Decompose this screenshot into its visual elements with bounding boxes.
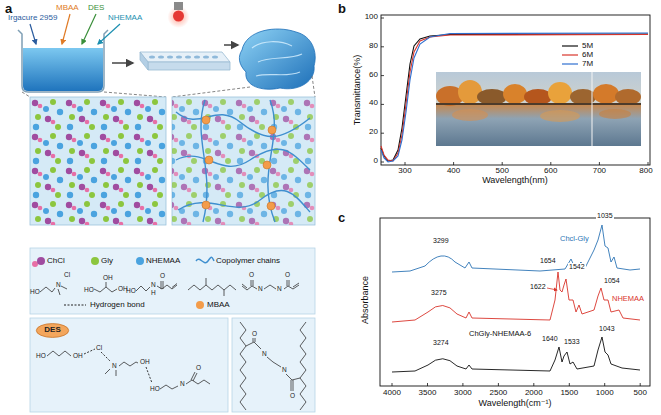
- peak-label: 1654: [539, 257, 557, 265]
- reagent-label: Irgacure 2959: [8, 14, 57, 23]
- legend-label: 5M: [582, 42, 593, 51]
- atom-label: O: [252, 330, 257, 337]
- tick-label: 4000: [383, 389, 401, 398]
- peak-label: 1533: [563, 338, 581, 346]
- tick-label: 500: [634, 389, 647, 398]
- tick-label: 800: [639, 167, 652, 176]
- tick-label: 1000: [596, 389, 614, 398]
- tick-label: 300: [398, 167, 411, 176]
- atom-label: N: [258, 285, 263, 292]
- peak-label: 1640: [541, 335, 559, 343]
- reagent-label: DES: [88, 4, 104, 13]
- legend-swatch: [136, 257, 144, 265]
- tick-label: 3000: [454, 389, 472, 398]
- atom-label: HO: [30, 288, 40, 295]
- peak-label: 1542: [568, 263, 586, 271]
- atom-label: O: [249, 271, 254, 278]
- atom-label: N: [112, 362, 117, 369]
- peak-label: 1054: [603, 277, 621, 285]
- atom-label: HO: [126, 287, 136, 294]
- tick-label: 2500: [489, 389, 507, 398]
- node-text: DES: [36, 326, 69, 335]
- atom-label: O: [196, 364, 201, 371]
- atom-label: O: [160, 272, 165, 279]
- legend-label: Gly: [101, 257, 113, 266]
- panel-letter: c: [338, 211, 345, 225]
- atom-label: O: [290, 392, 295, 399]
- tick-label: 100: [365, 13, 378, 22]
- tick-label: 20: [369, 128, 378, 137]
- atom-label: HO: [36, 352, 46, 359]
- peak-label: 3274: [432, 339, 450, 347]
- legend-label: NHEMAA: [146, 257, 180, 266]
- axis-title: Wavelength(cm⁻¹): [479, 399, 552, 409]
- series-label: NHEMAA: [611, 295, 645, 303]
- peak-label: 1035: [596, 212, 614, 220]
- atom-label: OH: [103, 274, 113, 281]
- tick-label: 500: [496, 167, 509, 176]
- legend-label: MBAA: [207, 301, 230, 310]
- axis-title: Wavelength(nm): [482, 176, 548, 186]
- atom-label: O: [285, 271, 290, 278]
- tick-label: 1500: [560, 389, 578, 398]
- tick-label: 600: [544, 167, 557, 176]
- legend-swatch: [37, 257, 45, 265]
- atom-label: Cl: [64, 271, 70, 278]
- axis-title: Absorbance: [361, 276, 371, 324]
- legend-label: Copolymer chains: [216, 257, 280, 266]
- peak-label: 3275: [430, 289, 448, 297]
- tick-label: 700: [593, 167, 606, 176]
- series-label: ChGly-NHEMAA-6: [468, 330, 532, 338]
- legend-swatch: [196, 301, 204, 309]
- atom-label: N: [151, 281, 156, 288]
- legend-label: Hydrogen bond: [90, 301, 145, 310]
- atom-label: N: [262, 350, 267, 357]
- des-ellipse: DES: [36, 323, 69, 338]
- atom-label: HO: [150, 385, 160, 392]
- series-label: Chcl-Gly: [559, 235, 590, 243]
- panel-letter: b: [338, 2, 346, 16]
- legend-label: 6M: [582, 51, 593, 60]
- legend-label: 7M: [582, 60, 593, 69]
- atom-label: N: [277, 285, 282, 292]
- tick-label: 3500: [419, 389, 437, 398]
- atom-label: N: [56, 281, 61, 288]
- legend-swatch: [91, 257, 99, 265]
- atom-label: Cl: [96, 344, 102, 351]
- axis-title: Transmittance(%): [353, 55, 363, 126]
- atom-label: H: [151, 289, 156, 296]
- atom-label: N: [282, 366, 287, 373]
- tick-label: 60: [369, 71, 378, 80]
- tick-label: 2000: [525, 389, 543, 398]
- peak-label: 1622: [529, 283, 547, 291]
- atom-label: OH: [140, 358, 150, 365]
- atom-label: N: [180, 380, 185, 387]
- reagent-label: NHEMAA: [108, 14, 142, 23]
- atom-label: HO: [84, 286, 94, 293]
- peak-label: 1043: [598, 325, 616, 333]
- tick-label: 40: [369, 99, 378, 108]
- reagent-label: MBAA: [56, 4, 79, 13]
- tick-label: 0: [374, 157, 378, 166]
- atom-label: OH: [73, 352, 83, 359]
- tick-label: 400: [447, 167, 460, 176]
- peak-label: 3299: [432, 237, 450, 245]
- legend-label: ChCl: [47, 257, 65, 266]
- tick-label: 80: [369, 42, 378, 51]
